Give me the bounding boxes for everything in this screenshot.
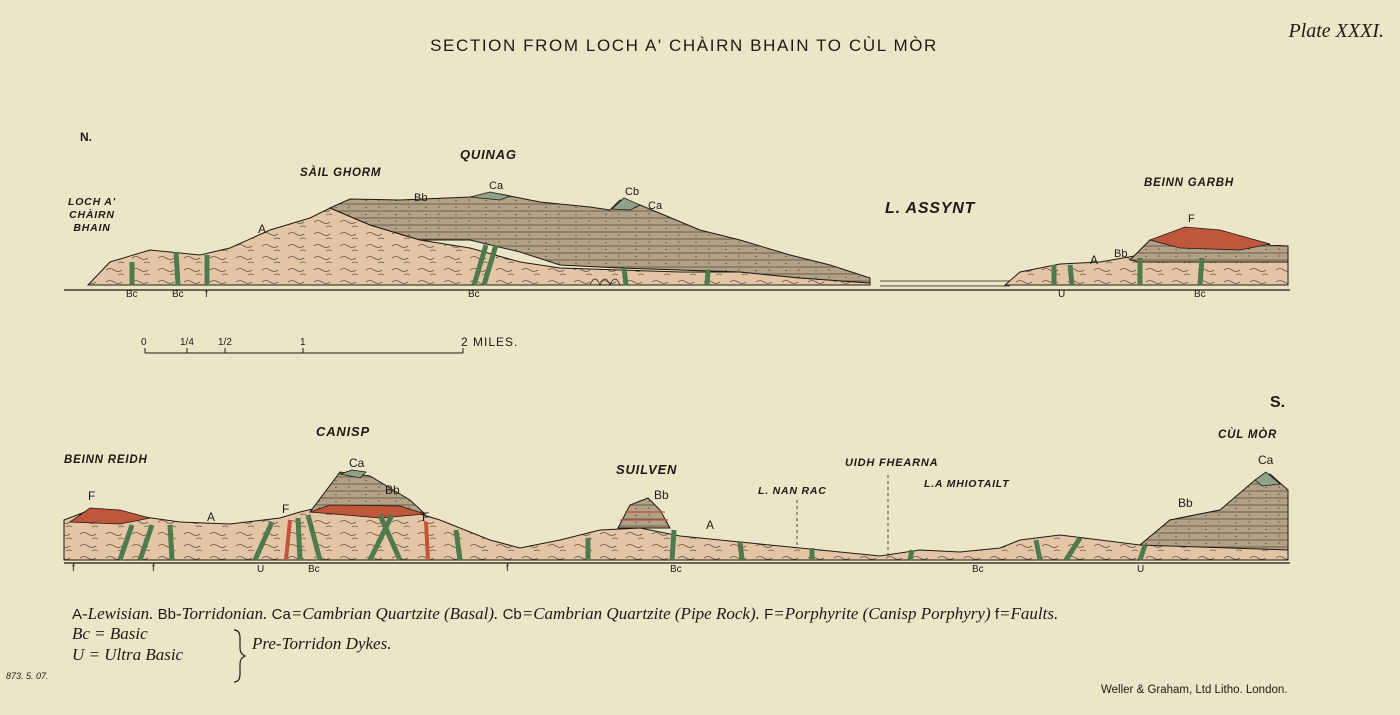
upper-bottom-label-bc1: Bc [126,289,138,300]
scale-bar-drawing [144,348,464,354]
lower-section-drawing [63,469,1290,564]
upper-rock-label-bb2: Bb [1114,248,1128,260]
suilven-label: SUILVEN [616,462,678,477]
upper-rock-label-f1: F [1188,213,1195,225]
scale-tick-half: 1/2 [218,337,232,348]
upper-rock-label-ca1: Ca [489,180,504,192]
scale-end-label: 2 MILES. [461,335,519,349]
lower-dykes [117,513,1148,562]
upper-rock-label-ca2: Ca [648,200,663,212]
canisp-porphyrite [309,504,426,519]
sail-ghorm-label: SÀIL GHORM [300,167,382,179]
upper-bottom-label-bc4: Bc [1194,289,1206,300]
lower-bottom-label-bc3: Bc [972,564,984,575]
legend-bb-text: -Torridonian. [175,604,268,623]
printer-credit: Weller & Graham, Ltd Litho. London. [1101,684,1288,696]
lower-rock-label-bb3: Bb [1178,496,1193,510]
legend-ff-code: f [994,606,1000,623]
lower-rock-label-f1: F [88,489,96,503]
legend-f-code: F [764,606,774,623]
loch-a-chairn-line-3: BHAIN [73,222,111,234]
north-label: N. [80,130,92,144]
legend-f-text: =Porphyrite (Canisp Porphyry) [773,604,991,623]
lower-bottom-label-f3: f [506,563,509,574]
beinn-reidh-porphyrite [68,507,151,525]
lower-bottom-label-f2: f [152,563,155,574]
legend-u-line: U = Ultra Basic [72,645,184,664]
legend-ca-text: =Cambrian Quartzite (Basal). [290,604,499,623]
page-title: SECTION FROM LOCH A' CHÀIRN BHAIN TO CÙL… [430,36,938,55]
lower-rock-label-ca2: Ca [1258,453,1274,467]
lower-rock-label-bb2: Bb [654,488,669,502]
beinn-reidh-label: BEINN REIDH [64,454,148,466]
scale-tick-1: 1 [300,337,306,348]
cul-mor-quartzite [1254,471,1281,487]
lower-bottom-label-bc1: Bc [308,564,320,575]
upper-bottom-label-bc2: Bc [172,289,184,300]
upper-bottom-label-bc3: Bc [468,289,480,300]
upper-rock-label-bb1: Bb [414,192,428,204]
beinn-garbh-porphyrite [1148,226,1271,251]
dykes-brace [233,629,247,683]
l-a-mhiotailt-label: L.A MHIOTAILT [924,478,1010,490]
legend-a-code: A [72,606,83,623]
upper-quartzite-ca [469,191,512,201]
legend-cb-text: =Cambrian Quartzite (Pipe Rock). [521,604,760,623]
lower-bottom-label-u2: U [1137,564,1145,575]
l-nan-rac-label: L. NAN RAC [758,485,827,497]
upper-rock-label-a2: A [1090,253,1099,267]
scale-tick-0: 0 [141,337,147,348]
lower-rock-label-ca1: Ca [349,456,365,470]
upper-section-drawing [64,191,1290,291]
lower-rock-label-a2: A [706,518,715,532]
lower-bottom-label-f1: f [72,563,75,574]
scale-tick-quarter: 1/4 [180,337,194,348]
legend-a-text: -Lewisian. [82,604,154,623]
legend-bb-code: Bb [157,606,176,623]
plate-number: Plate XXXI. [1288,20,1384,42]
lower-rock-label-f2: F [282,502,290,516]
lower-rock-label-a1: A [207,510,216,524]
beinn-garbh-label: BEINN GARBH [1144,177,1234,189]
canisp-label: CANISP [316,424,370,439]
upper-bottom-label-f1: f [205,289,208,300]
legend-cb-code: Cb [502,606,522,623]
cul-mor-label: CÙL MÒR [1218,429,1278,441]
lower-rock-label-bb1: Bb [385,483,400,497]
lower-bottom-label-bc2: Bc [670,564,682,575]
upper-bottom-label-u1: U [1058,289,1066,300]
quinag-label: QUINAG [460,147,517,162]
lower-bottom-label-u1: U [257,564,265,575]
upper-quartzite-cb [611,197,641,211]
legend-dykes: Pre-Torridon Dykes. [252,634,392,653]
loch-a-chairn-line-2: CHÀIRN [69,209,115,221]
legend-ff-text: =Faults. [999,604,1059,623]
canisp-quartzite [338,469,367,479]
upper-dykes [129,244,711,286]
l-assynt-label: L. ASSYNT [885,200,976,217]
loch-a-chairn-line-1: LOCH A' [68,196,116,208]
upper-rock-label-cb1: Cb [625,186,640,198]
lower-rock-label-f3: F [422,510,430,524]
legend-line-1: A-Lewisian. Bb-Torridonian. Ca=Cambrian … [72,604,1058,624]
south-label: S. [1270,394,1286,411]
legend-ca-code: Ca [271,606,291,623]
upper-rock-label-a1: A [258,222,267,236]
suilven-torridonian [617,497,671,529]
legend-bc-line: Bc = Basic [72,624,148,643]
lower-lewisian [63,504,1289,561]
reference-number: 873. 5. 07. [6,671,49,681]
uidh-fhearna-label: UIDH FHEARNA [845,457,939,469]
loch-a-chairn-bhain-label: LOCH A' CHÀIRN BHAIN [68,196,116,235]
